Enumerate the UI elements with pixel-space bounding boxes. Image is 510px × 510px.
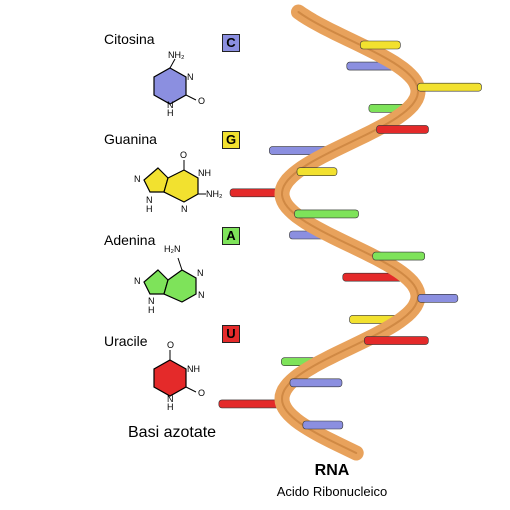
rung-guanine xyxy=(417,82,482,92)
guanine-o: O xyxy=(180,150,187,160)
adenine-n4: N xyxy=(148,296,155,306)
cytosine-n: N xyxy=(187,72,194,82)
rung-adenine xyxy=(372,251,426,261)
cytosine-molecule: NH₂ N H N O xyxy=(153,50,205,118)
guanine-nh2: NH₂ xyxy=(206,189,223,199)
cytosine-nh2: NH₂ xyxy=(168,50,185,60)
base-name-guanina: Guanina xyxy=(104,131,157,147)
rna-subtitle: Acido Ribonucleico xyxy=(276,484,388,499)
uracil-n: N xyxy=(167,394,174,404)
adenine-molecule: H₂N N N N N H xyxy=(134,244,205,315)
uracil-h: H xyxy=(167,402,174,412)
base-name-adenina: Adenina xyxy=(104,232,156,248)
rung-uracil xyxy=(376,125,429,134)
cytosine-h: H xyxy=(167,108,174,118)
uracil-nh: NH xyxy=(187,364,200,374)
rung-uracil xyxy=(218,399,284,409)
caption-basi-azotate: Basi azotate xyxy=(128,424,217,441)
rung-cytosine xyxy=(302,420,344,430)
rungs-front xyxy=(289,40,482,430)
rna-title: RNA xyxy=(314,462,350,479)
badge-a: A xyxy=(222,227,240,245)
cytosine-o: O xyxy=(198,96,205,106)
guanine-nl: N xyxy=(134,174,141,184)
adenine-h2n: H₂N xyxy=(164,244,181,254)
rung-guanine xyxy=(360,40,401,50)
guanine-h: H xyxy=(146,204,153,214)
uracil-molecule: O NH N H O xyxy=(153,340,205,412)
uracil-o-top: O xyxy=(167,340,174,350)
guanine-nh: NH xyxy=(198,168,211,178)
rung-uracil xyxy=(229,188,283,198)
guanine-molecule: O NH NH₂ N N H N xyxy=(134,150,223,214)
badge-c: C xyxy=(222,34,240,52)
rung-uracil xyxy=(364,336,429,345)
adenine-n2: N xyxy=(198,290,205,300)
base-name-citosina: Citosina xyxy=(104,31,155,47)
rung-adenine xyxy=(294,209,359,219)
rung-cytosine xyxy=(289,378,343,388)
adenine-n3: N xyxy=(134,276,141,286)
cytosine-n2: N xyxy=(167,100,174,110)
adenine-h: H xyxy=(148,305,155,315)
guanine-n: N xyxy=(181,204,188,214)
badge-g: G xyxy=(222,131,240,149)
rung-guanine xyxy=(296,167,338,176)
base-name-uracile: Uracile xyxy=(104,333,148,349)
rung-cytosine xyxy=(417,294,459,303)
badge-u: U xyxy=(222,325,240,343)
adenine-n1: N xyxy=(197,268,204,278)
uracil-o: O xyxy=(198,388,205,398)
guanine-n2: N xyxy=(146,195,153,205)
